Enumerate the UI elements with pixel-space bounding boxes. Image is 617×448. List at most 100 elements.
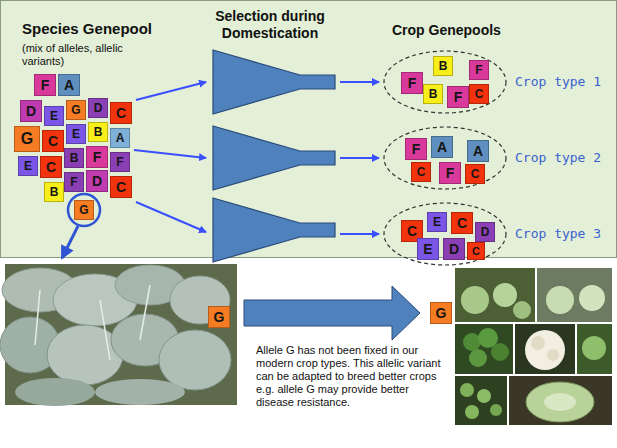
allele-tile: A	[431, 136, 453, 158]
crop-genepool-oval: Crop type 2FAACFC	[383, 126, 507, 190]
allele-letter: A	[64, 78, 74, 92]
allele-tile: C	[110, 102, 132, 124]
allele-tile: B	[423, 84, 443, 104]
allele-letter: B	[50, 186, 59, 198]
crop-type-label: Crop type 3	[515, 225, 601, 243]
heading-label: Crop Genepools	[392, 22, 552, 39]
allele-tile: F	[439, 162, 461, 184]
allele-letter: B	[439, 60, 448, 72]
allele-tile: G	[208, 306, 230, 328]
allele-letter: F	[116, 156, 123, 168]
allele-letter: G	[214, 310, 225, 324]
allele-letter: E	[72, 128, 80, 140]
allele-tile: A	[467, 140, 489, 162]
allele-letter: C	[116, 106, 126, 120]
allele-letter: D	[26, 104, 36, 118]
crop-genepool-oval: Crop type 3CECDEDC	[383, 202, 507, 266]
allele-letter: F	[454, 90, 463, 104]
allele-tile: G	[74, 200, 94, 220]
allele-letter: G	[436, 306, 447, 320]
allele-letter: D	[481, 226, 490, 238]
allele-tile: F	[401, 72, 423, 94]
allele-letter: B	[94, 126, 103, 138]
allele-tile: G	[66, 100, 86, 120]
allele-tile: B	[88, 122, 108, 142]
allele-letter: A	[116, 132, 125, 144]
allele-tile: F	[34, 74, 56, 96]
allele-tile: F	[64, 172, 84, 192]
note-text: Allele G has not been fixed in our moder…	[256, 344, 448, 409]
allele-tile: F	[447, 86, 469, 108]
allele-tile: D	[88, 98, 108, 118]
allele-letter: C	[417, 166, 426, 178]
allele-tile: B	[64, 148, 84, 168]
allele-tile: E	[417, 238, 439, 260]
allele-tile: E	[66, 124, 86, 144]
allele-tile: G	[430, 302, 452, 324]
allele-tile: D	[86, 170, 108, 192]
big-arrow	[244, 286, 420, 340]
crop-collage-photo	[455, 268, 612, 425]
allele-tile: F	[110, 152, 130, 172]
heading-label: Selection during Domestication	[198, 8, 342, 42]
allele-tile: C	[42, 130, 64, 152]
allele-letter: D	[449, 242, 459, 256]
allele-letter: F	[475, 64, 482, 76]
allele-tile: D	[443, 238, 465, 260]
allele-letter: F	[70, 176, 77, 188]
allele-tile: G	[14, 126, 40, 152]
allele-letter: F	[408, 76, 417, 90]
funnels	[213, 50, 335, 262]
allele-letter: G	[79, 204, 88, 216]
allele-letter: E	[423, 242, 432, 256]
allele-tile: A	[58, 74, 80, 96]
allele-tile: D	[475, 222, 495, 242]
allele-letter: G	[71, 104, 80, 116]
allele-tile: C	[110, 176, 132, 198]
crop-type-label: Crop type 2	[515, 149, 601, 167]
allele-letter: C	[457, 216, 467, 230]
heading-label: Species Genepool	[22, 20, 172, 38]
allele-tile: C	[411, 162, 431, 182]
allele-letter: C	[46, 160, 56, 174]
allele-tile: C	[40, 156, 62, 178]
allele-letter: A	[437, 140, 447, 154]
top-panel	[1, 1, 617, 258]
allele-tile: F	[86, 146, 108, 168]
allele-letter: E	[433, 216, 441, 228]
allele-letter: F	[41, 78, 50, 92]
allele-letter: E	[24, 160, 32, 172]
heading-label: (mix of alleles, allelic variants)	[22, 42, 157, 68]
allele-letter: F	[412, 142, 421, 156]
wild-cabbage-photo	[0, 264, 237, 406]
magnifier	[62, 194, 100, 258]
allele-tile: E	[18, 156, 38, 176]
allele-tile: E	[427, 212, 447, 232]
allele-tile: D	[20, 100, 42, 122]
allele-letter: D	[94, 102, 103, 114]
allele-letter: A	[473, 144, 483, 158]
allele-tile: F	[469, 60, 489, 80]
crop-type-label: Crop type 1	[515, 73, 601, 91]
allele-letter: B	[429, 88, 438, 100]
allele-letter: C	[475, 88, 484, 100]
allele-letter: F	[93, 150, 102, 164]
allele-letter: E	[50, 110, 58, 122]
allele-letter: C	[116, 180, 126, 194]
allele-tile: B	[44, 182, 64, 202]
allele-tile: E	[44, 106, 64, 126]
allele-letter: D	[92, 174, 102, 188]
allele-letter: C	[48, 134, 58, 148]
allele-letter: C	[407, 224, 417, 238]
allele-tile: B	[433, 56, 453, 76]
allele-letter: B	[70, 152, 79, 164]
allele-letter: C	[471, 168, 480, 180]
allele-letter: C	[472, 246, 480, 257]
crop-genepool-oval: Crop type 1BFFBFC	[383, 50, 507, 114]
allele-letter: F	[446, 166, 455, 180]
allele-tile: C	[469, 84, 489, 104]
allele-tile: C	[451, 212, 473, 234]
allele-letter: G	[21, 131, 33, 147]
allele-tile: C	[467, 242, 485, 260]
